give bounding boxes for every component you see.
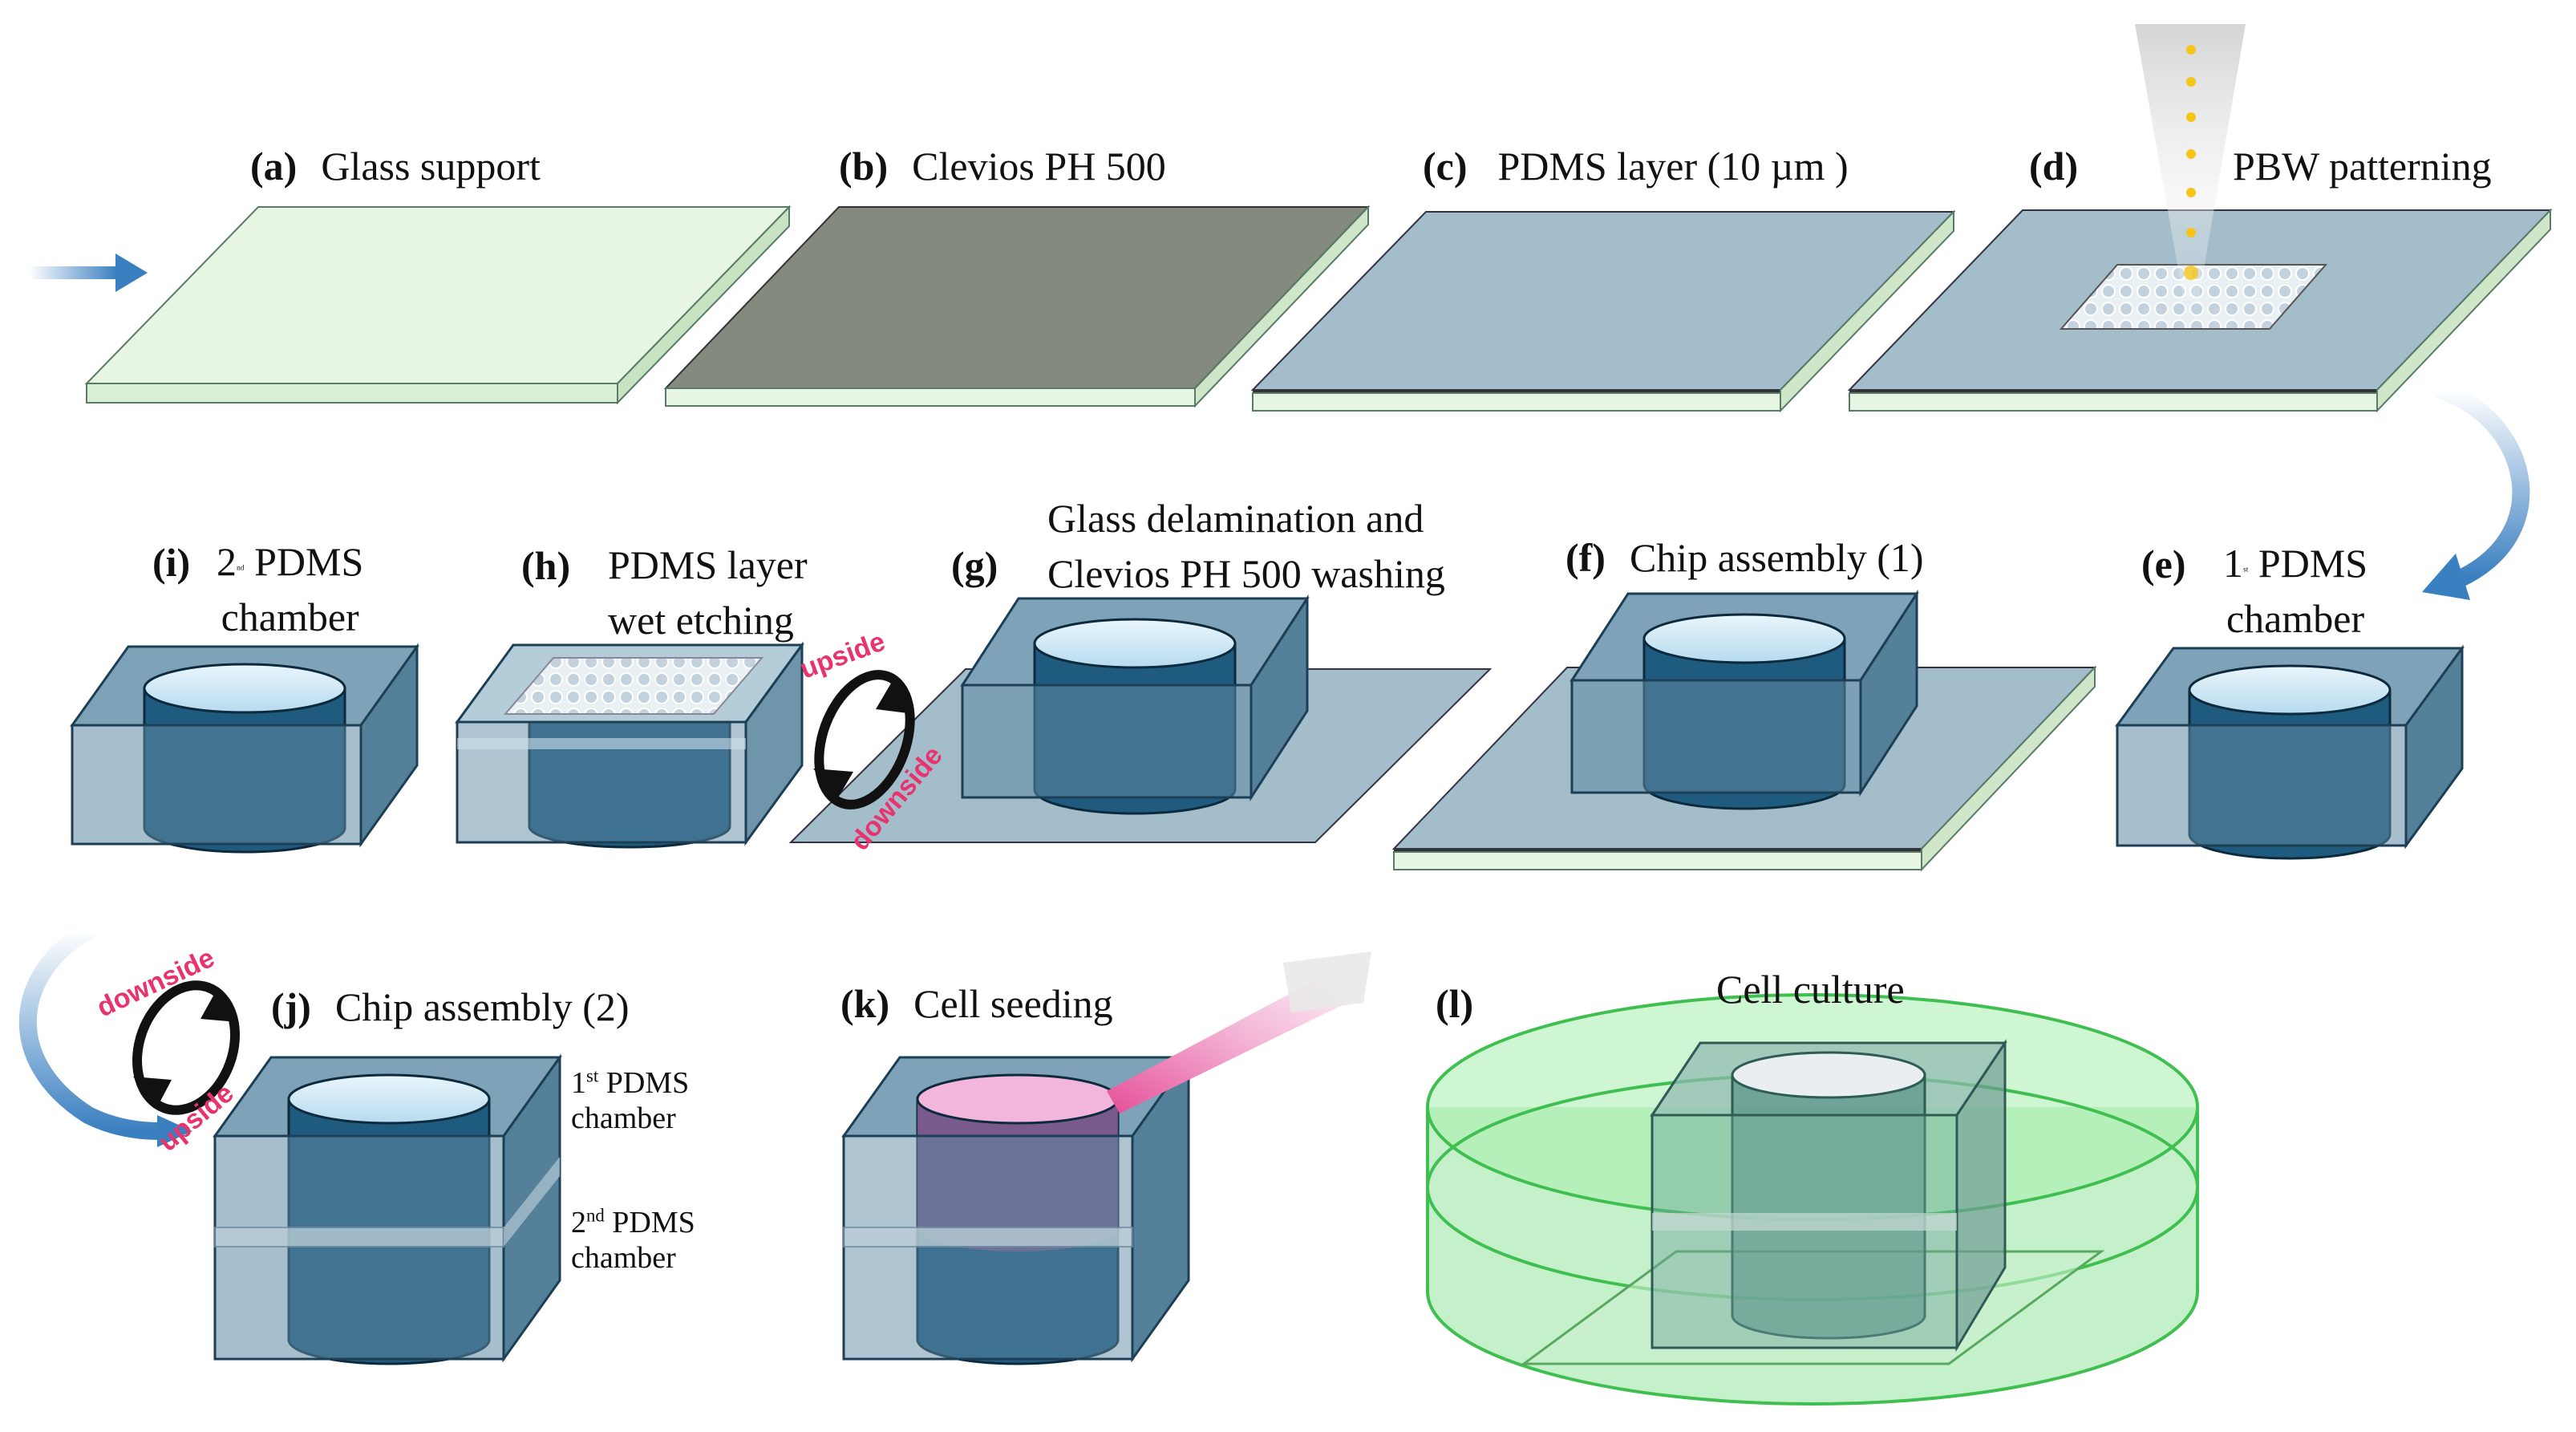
chamber-i bbox=[70, 643, 419, 854]
step-k-label: (k) Cell seeding bbox=[840, 980, 1113, 1027]
step-e-ord: 1 bbox=[2223, 541, 2243, 586]
step-j-key: (j) bbox=[271, 984, 311, 1029]
step-j-text: Chip assembly (2) bbox=[334, 984, 630, 1029]
step-f-text: Chip assembly (1) bbox=[1629, 535, 1924, 580]
wet-etching-h bbox=[455, 641, 804, 849]
beam-icon bbox=[2135, 24, 2246, 297]
chip-assembly-j bbox=[213, 1053, 562, 1365]
chamber-e bbox=[2115, 644, 2465, 860]
pbw-slide-d bbox=[1847, 24, 2553, 413]
j-bottom-ord: 2 bbox=[571, 1206, 586, 1239]
clevios-slide-b bbox=[663, 205, 1371, 408]
step-f-key: (f) bbox=[1565, 535, 1606, 580]
step-i-key: (i) bbox=[152, 540, 191, 585]
step-e-sup: st bbox=[2243, 565, 2249, 574]
step-c-label: (c) PDMS layer (10 µm ) bbox=[1423, 143, 1849, 189]
step-j-label: (j) Chip assembly (2) bbox=[271, 984, 630, 1030]
step-b-text: Clevios PH 500 bbox=[912, 144, 1166, 189]
step-e-line1: PDMS bbox=[2248, 541, 2368, 586]
step-g-text: Glass delamination and Clevios PH 500 wa… bbox=[1047, 496, 1445, 606]
j-bottom-line2: chamber bbox=[571, 1241, 676, 1275]
step-e-text: 1st PDMS chamber bbox=[2223, 541, 2367, 651]
step-e-key: (e) bbox=[2141, 542, 2186, 586]
step-a-key: (a) bbox=[250, 144, 298, 189]
step-i-line2: chamber bbox=[221, 594, 359, 639]
step-h-line1: PDMS layer bbox=[608, 542, 808, 587]
step-l-text: Cell culture bbox=[1716, 967, 1905, 1012]
pipette-icon bbox=[1107, 951, 1371, 1114]
step-h-label: (h) bbox=[521, 542, 570, 589]
step-i-label: (i) bbox=[152, 539, 190, 586]
step-e-line2: chamber bbox=[2226, 596, 2365, 641]
curve-arrow-d-e bbox=[2422, 381, 2530, 600]
step-g-key: (g) bbox=[951, 543, 998, 588]
step-g-line2: Clevios PH 500 washing bbox=[1047, 551, 1445, 596]
step-j-bottom-label: 2nd PDMS chamber bbox=[571, 1205, 695, 1276]
step-l-key: (l) bbox=[1436, 981, 1474, 1026]
step-b-key: (b) bbox=[839, 144, 889, 189]
step-i-ord: 2 bbox=[217, 539, 237, 584]
step-l-text-wrap: Cell culture bbox=[1716, 966, 1905, 1012]
j-top-line2: chamber bbox=[571, 1101, 676, 1135]
step-b-label: (b) Clevios PH 500 bbox=[839, 143, 1166, 189]
step-d-label: (d) bbox=[2029, 143, 2078, 189]
j-top-ord: 1 bbox=[571, 1066, 586, 1100]
step-l-label: (l) bbox=[1436, 980, 1473, 1027]
process-arrow-icon bbox=[29, 254, 148, 292]
step-k-key: (k) bbox=[840, 981, 890, 1026]
step-a-label: (a) Glass support bbox=[250, 143, 541, 189]
curve-arrow-i-j bbox=[18, 922, 192, 1147]
step-g-line1: Glass delamination and bbox=[1047, 496, 1424, 541]
flip-cycle-icon-2 bbox=[132, 980, 240, 1115]
step-i-line1: PDMS bbox=[244, 539, 364, 584]
step-e-label: (e) bbox=[2141, 541, 2186, 587]
step-h-text: PDMS layer wet etching bbox=[608, 542, 808, 653]
step-c-key: (c) bbox=[1423, 144, 1468, 189]
pdms-slide-c bbox=[1250, 209, 1956, 413]
j-top-line1: PDMS bbox=[598, 1066, 690, 1100]
step-d-text: PBW patterning bbox=[2233, 144, 2492, 189]
step-c-text: PDMS layer (10 µm ) bbox=[1497, 144, 1849, 189]
j-bottom-line1: PDMS bbox=[604, 1206, 695, 1239]
step-a-text: Glass support bbox=[321, 144, 541, 189]
culture-dish-l bbox=[1426, 993, 2199, 1406]
step-d-key: (d) bbox=[2029, 144, 2079, 189]
step-k-text: Cell seeding bbox=[913, 981, 1113, 1026]
step-i-text: 2nd PDMS chamber bbox=[217, 539, 363, 650]
flip-cycle-icon bbox=[813, 670, 915, 809]
j-bottom-sup: nd bbox=[586, 1205, 605, 1226]
step-h-key: (h) bbox=[521, 543, 571, 588]
step-h-line2: wet etching bbox=[608, 598, 794, 643]
delamination-g bbox=[788, 594, 1493, 843]
step-d-text-wrap: PBW patterning bbox=[2233, 143, 2492, 189]
glass-slide-a bbox=[84, 205, 792, 405]
step-f-label: (f) Chip assembly (1) bbox=[1565, 534, 1924, 581]
chip-assembly-f bbox=[1391, 589, 2097, 872]
step-j-top-label: 1st PDMS chamber bbox=[571, 1065, 689, 1136]
j-top-sup: st bbox=[586, 1065, 599, 1086]
cell-seeding-k bbox=[841, 951, 1371, 1365]
step-i-sup: nd bbox=[237, 563, 245, 573]
step-g-label: (g) bbox=[951, 542, 998, 589]
